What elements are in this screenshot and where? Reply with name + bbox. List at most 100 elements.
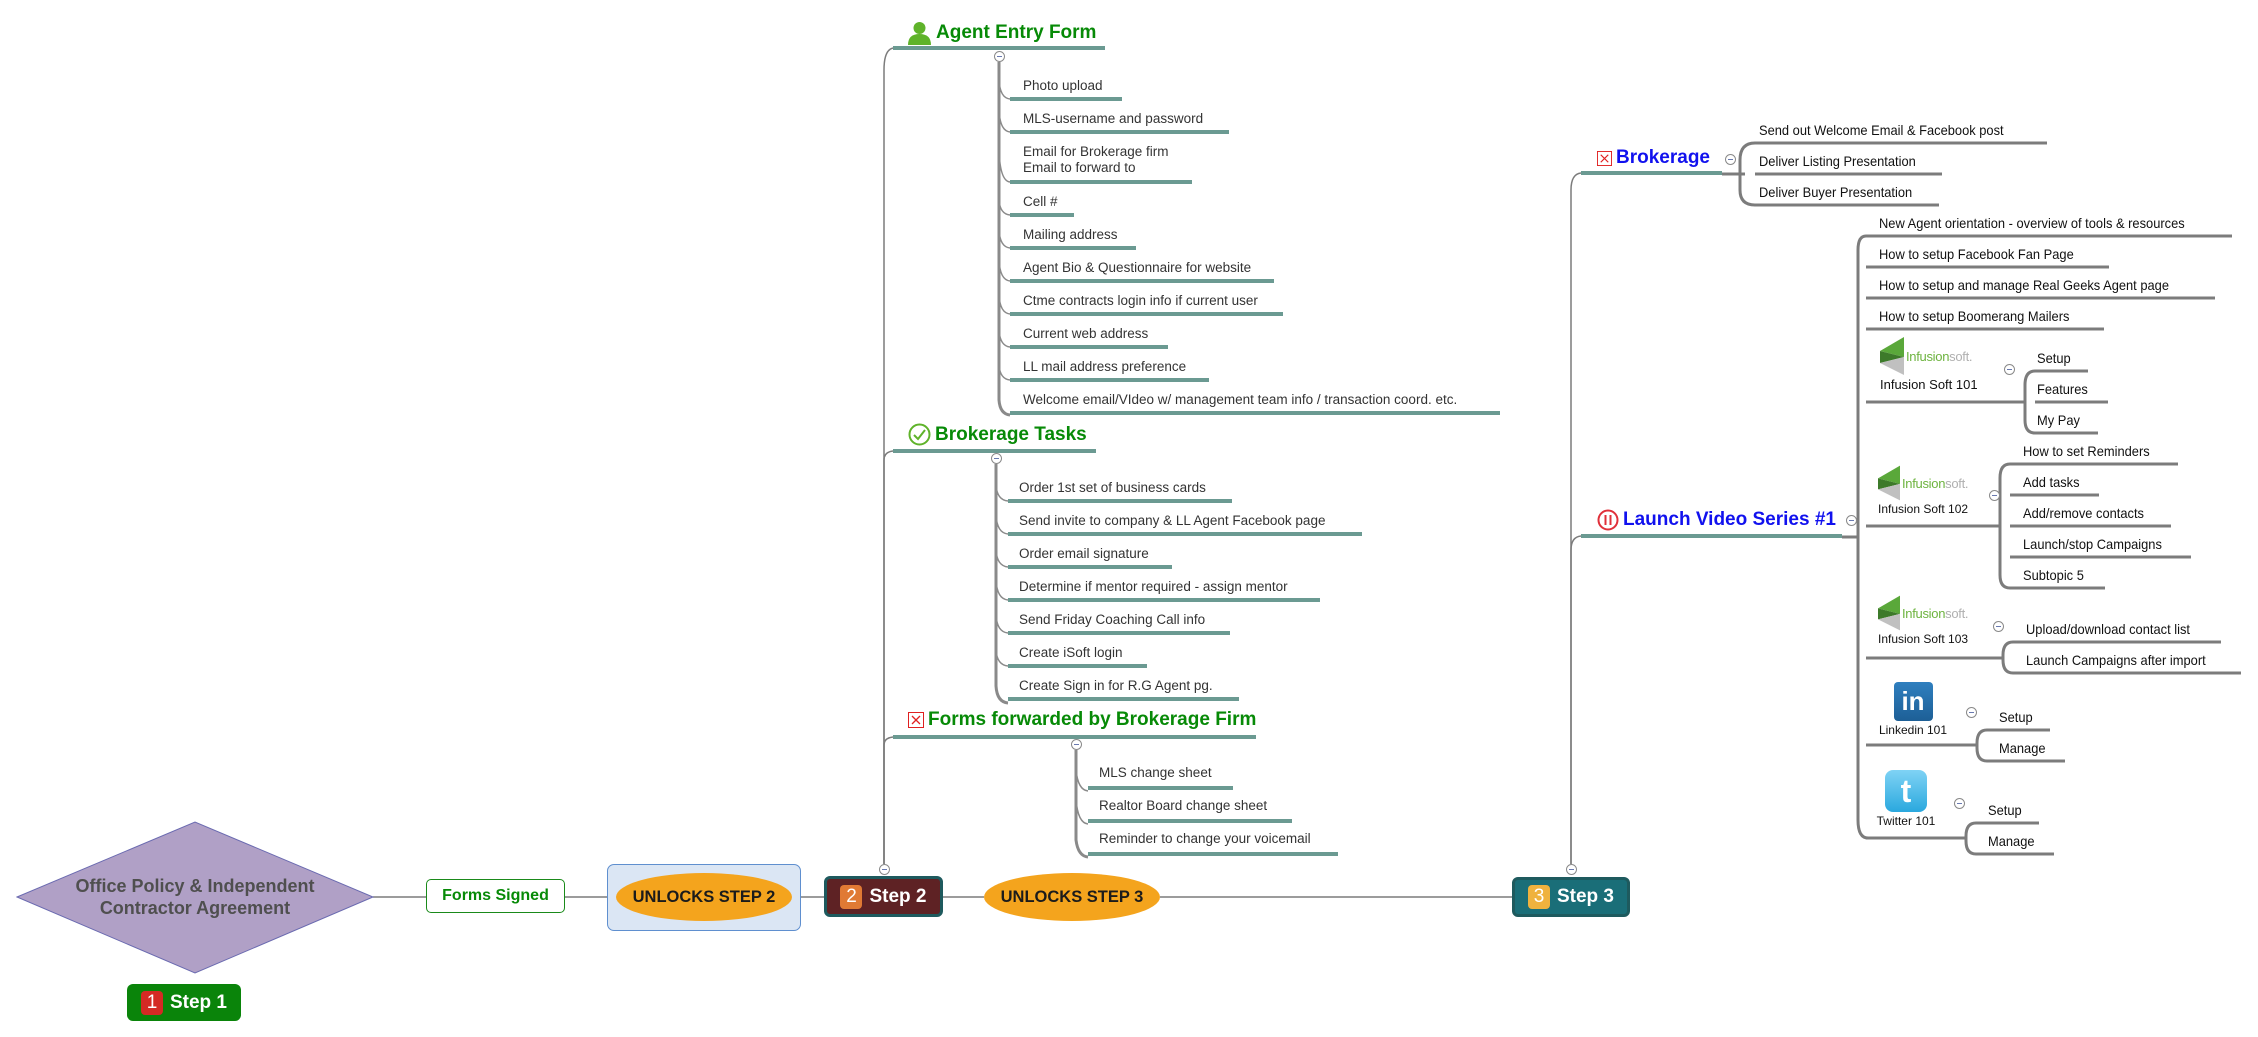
step1-label: Step 1 [169,991,228,1013]
list-item[interactable]: Launch/stop Campaigns [2023,536,2162,552]
brokerage-tasks-topic[interactable]: Brokerage Tasks [908,423,1087,446]
list-item[interactable]: Setup [1999,709,2033,725]
list-item[interactable]: How to set Reminders [2023,443,2150,459]
list-item[interactable]: Welcome email/VIdeo w/ management team i… [1023,392,1458,407]
twitter101-collapse-toggle[interactable] [1954,798,1965,809]
brokerage-collapse-toggle[interactable] [1725,154,1736,165]
brokerage-topic[interactable]: Brokerage [1597,147,1710,169]
agent-entry-form-title: Agent Entry Form [936,21,1097,43]
isoft103-topic[interactable]: Infusionsoft. Infusion Soft 103 [1878,595,1969,646]
list-item[interactable]: Cell # [1023,194,1058,209]
red-x-icon [908,712,924,728]
infusionsoft-logo: Infusionsoft. [1878,595,1969,631]
list-item[interactable]: Deliver Listing Presentation [1759,153,1916,169]
list-item[interactable]: Manage [1988,833,2035,849]
logo-text-b: soft. [1945,475,1969,491]
isoft101-label: Infusion Soft 101 [1880,377,1978,392]
launch-video-title: Launch Video Series #1 [1623,509,1836,530]
list-item-line-1: Email for Brokerage firm [1023,144,1169,159]
list-item[interactable]: Ctme contracts login info if current use… [1023,293,1258,308]
list-item[interactable]: Send out Welcome Email & Facebook post [1759,122,2004,138]
check-circle-icon [908,423,931,446]
step2-collapse-toggle[interactable] [879,864,890,875]
step2-label: Step 2 [869,885,927,907]
launch-video-collapse-toggle[interactable] [1846,515,1857,526]
list-item[interactable]: Add/remove contacts [2023,505,2144,521]
forms-forwarded-collapse-toggle[interactable] [1071,739,1082,750]
agent-entry-form-collapse-toggle[interactable] [994,51,1005,62]
step3-node[interactable]: 3 Step 3 [1512,877,1630,917]
brokerage-tasks-collapse-toggle[interactable] [991,453,1002,464]
linkedin101-label: Linkedin 101 [1878,723,1948,737]
list-item[interactable]: Deliver Buyer Presentation [1759,184,1913,200]
isoft102-label: Infusion Soft 102 [1878,502,1969,516]
list-item[interactable]: Upload/download contact list [2026,621,2190,637]
isoft102-collapse-toggle[interactable] [1989,490,2000,501]
list-item[interactable]: LL mail address preference [1023,359,1187,374]
linkedin101-topic[interactable]: in Linkedin 101 [1878,682,1948,737]
policy-diamond-shape[interactable] [16,821,374,974]
list-item[interactable]: Photo upload [1023,78,1103,93]
logo-text-b: soft. [1949,348,1973,364]
twitter101-label: Twitter 101 [1876,814,1936,828]
linkedin-logo-icon: in [1893,682,1933,721]
list-item[interactable]: Reminder to change your voicemail [1099,831,1311,846]
step3-collapse-toggle[interactable] [1566,864,1577,875]
list-item[interactable]: Add tasks [2023,474,2080,490]
isoft101-topic[interactable]: Infusionsoft. Infusion Soft 101 [1880,337,1978,392]
logo-text-a: Infusion [1906,348,1950,364]
list-item[interactable]: MLS change sheet [1099,765,1212,780]
logo-text-a: Infusion [1902,605,1946,621]
infusionsoft-logo: Infusionsoft. [1878,465,1969,501]
list-item[interactable]: Email for Brokerage firm Email to forwar… [1023,144,1169,176]
step3-label: Step 3 [1556,886,1615,907]
list-item[interactable]: Order 1st set of business cards [1019,480,1206,495]
list-item[interactable]: Order email signature [1019,546,1149,561]
isoft102-topic[interactable]: Infusionsoft. Infusion Soft 102 [1878,465,1969,516]
launch-video-topic[interactable]: Launch Video Series #1 [1597,509,1836,531]
list-item[interactable]: Current web address [1023,326,1149,341]
brokerage-title: Brokerage [1616,147,1710,168]
step2-node[interactable]: 2 Step 2 [824,876,943,917]
forms-forwarded-topic[interactable]: Forms forwarded by Brokerage Firm [908,709,1256,731]
list-item[interactable]: Setup [2037,350,2071,366]
step-number-badge: 1 [140,990,163,1015]
list-item[interactable]: Send Friday Coaching Call info [1019,612,1206,627]
step1-node[interactable]: 1 Step 1 [127,984,241,1021]
twitter101-topic[interactable]: t Twitter 101 [1872,770,1940,828]
logo-text-a: Infusion [1902,475,1946,491]
list-item[interactable]: Determine if mentor required - assign me… [1019,579,1288,594]
list-item[interactable]: New Agent orientation - overview of tool… [1879,215,2185,231]
list-item[interactable]: How to setup and manage Real Geeks Agent… [1879,277,2170,293]
isoft101-collapse-toggle[interactable] [2004,364,2015,375]
list-item[interactable]: Manage [1999,740,2046,756]
isoft103-collapse-toggle[interactable] [1993,621,2004,632]
list-item-line-2: Email to forward to [1023,160,1136,175]
list-item[interactable]: MLS-username and password [1023,111,1204,126]
list-item[interactable]: How to setup Facebook Fan Page [1879,246,2074,262]
list-item[interactable]: Create iSoft login [1019,645,1123,660]
list-item[interactable]: Setup [1988,802,2022,818]
list-item[interactable]: Send invite to company & LL Agent Facebo… [1019,513,1326,528]
list-item[interactable]: Mailing address [1023,227,1118,242]
unlocks-step2-node[interactable]: UNLOCKS STEP 2 [616,873,792,921]
list-item[interactable]: Realtor Board change sheet [1099,798,1268,813]
brokerage-tasks-title: Brokerage Tasks [935,423,1087,445]
list-item[interactable]: Launch Campaigns after import [2026,652,2206,668]
linkedin101-collapse-toggle[interactable] [1966,707,1977,718]
red-x-icon [1597,150,1612,166]
agent-entry-form-topic[interactable]: Agent Entry Form [907,20,1096,45]
unlocks-step3-node[interactable]: UNLOCKS STEP 3 [984,873,1160,921]
diamond-label-line-1: Office Policy & Independent [75,876,315,896]
step-number-badge: 2 [840,884,863,909]
isoft103-label: Infusion Soft 103 [1878,632,1969,646]
list-item[interactable]: My Pay [2037,412,2080,428]
list-item[interactable]: Features [2037,381,2088,397]
list-item[interactable]: Agent Bio & Questionnaire for website [1023,260,1252,275]
list-item[interactable]: Subtopic 5 [2023,567,2084,583]
person-icon [908,22,931,45]
list-item[interactable]: Create Sign in for R.G Agent pg. [1019,678,1213,693]
list-item[interactable]: How to setup Boomerang Mailers [1879,308,2070,324]
forms-signed-node[interactable]: Forms Signed [426,879,565,913]
